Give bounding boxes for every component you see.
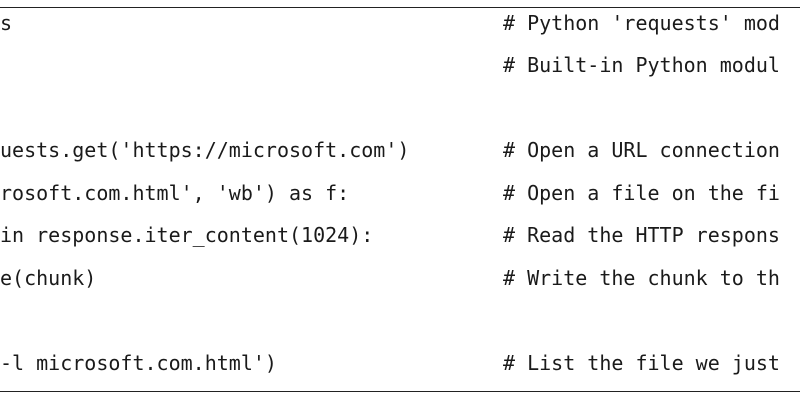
code-line-7: e(chunk) # Write the chunk to th bbox=[0, 263, 800, 305]
code-line-9: -l microsoft.com.html') # List the file … bbox=[0, 348, 800, 390]
code-line-2: # Built-in Python modul bbox=[0, 50, 800, 92]
code-comment: # Built-in Python modul bbox=[503, 53, 780, 77]
code-comment: # Write the chunk to th bbox=[503, 266, 780, 290]
code-line-1: s # Python 'requests' mod bbox=[0, 8, 800, 50]
code-text: in response.iter_content(1024): bbox=[0, 223, 374, 247]
code-text: uests.get('https://microsoft.com') bbox=[0, 138, 410, 162]
code-line-6: in response.iter_content(1024): # Read t… bbox=[0, 220, 800, 262]
code-comment: # Open a URL connection bbox=[503, 138, 780, 162]
code-comment: # List the file we just bbox=[503, 351, 780, 375]
top-rule bbox=[0, 7, 800, 8]
bottom-rule bbox=[0, 391, 800, 392]
code-text: -l microsoft.com.html') bbox=[0, 351, 277, 375]
code-line-5: rosoft.com.html', 'wb') as f: # Open a f… bbox=[0, 178, 800, 220]
code-text: rosoft.com.html', 'wb') as f: bbox=[0, 181, 350, 205]
code-text: e(chunk) bbox=[0, 266, 97, 290]
code-comment: # Python 'requests' mod bbox=[503, 11, 780, 35]
code-line-4: uests.get('https://microsoft.com') # Ope… bbox=[0, 135, 800, 177]
code-comment: # Open a file on the fi bbox=[503, 181, 780, 205]
code-line-3 bbox=[0, 93, 800, 135]
code-text: s bbox=[0, 11, 13, 35]
code-line-8 bbox=[0, 305, 800, 347]
code-comment: # Read the HTTP respons bbox=[503, 223, 780, 247]
code-block: s # Python 'requests' mod # Built-in Pyt… bbox=[0, 8, 800, 391]
